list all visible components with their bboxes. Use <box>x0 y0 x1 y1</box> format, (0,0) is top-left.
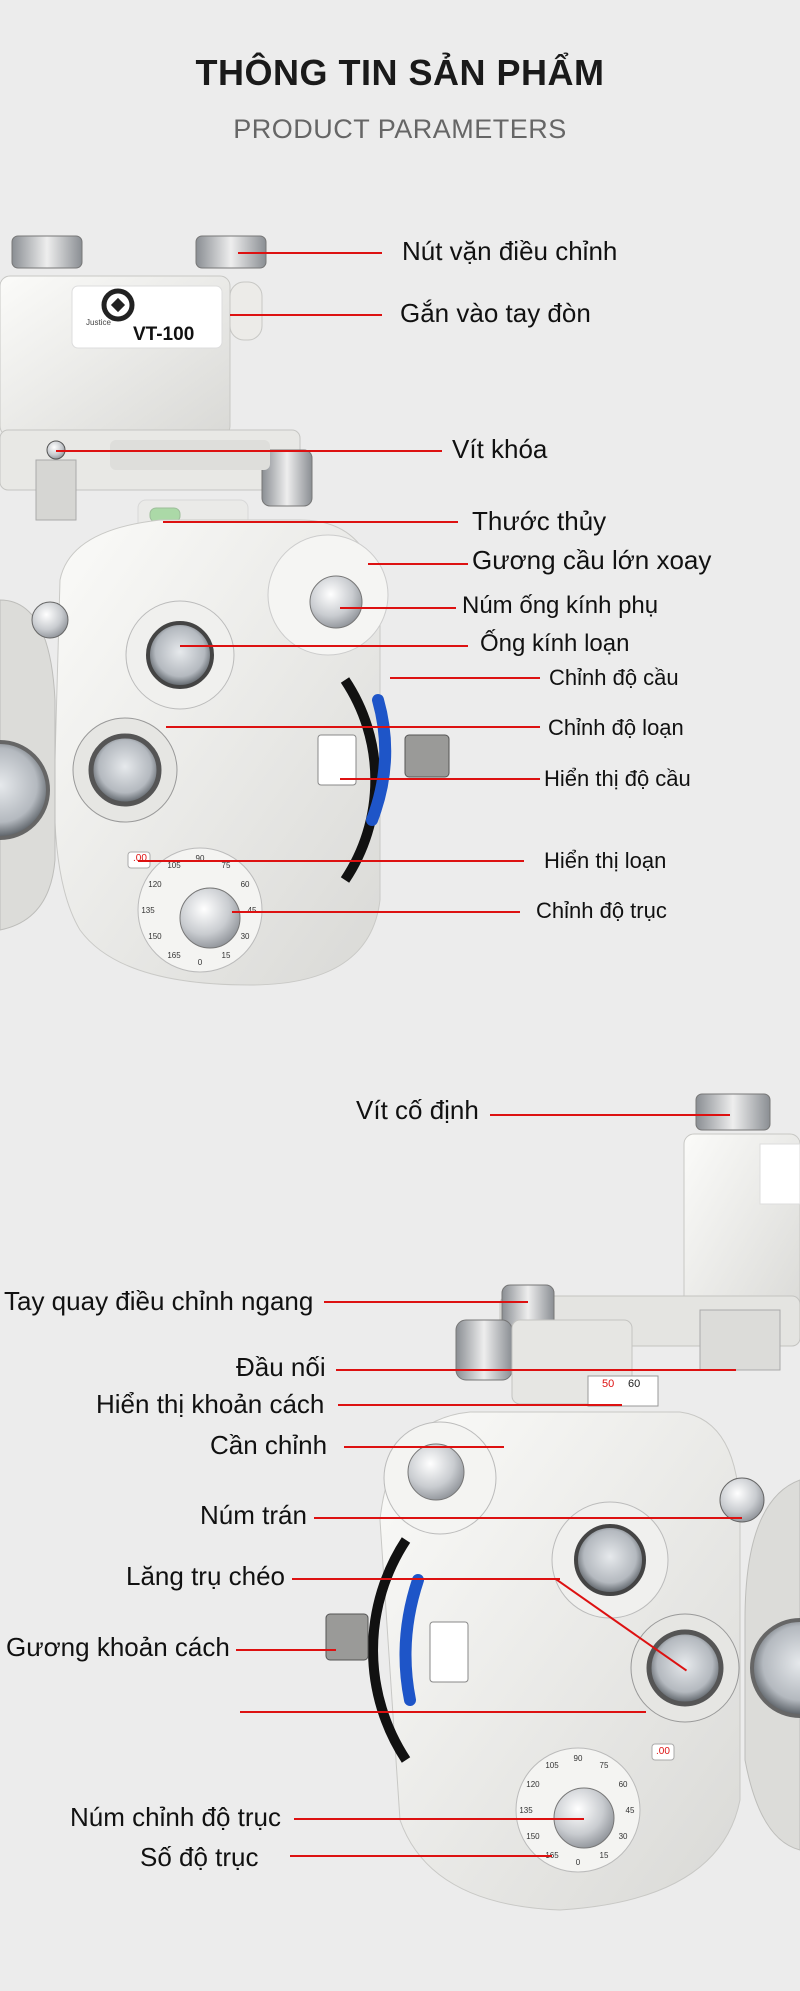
leader-line <box>230 314 382 316</box>
label-sphere-adjust: Chỉnh độ cầu <box>549 665 679 690</box>
leader-line <box>232 911 520 913</box>
label-pd-mirror: Gương khoản cách <box>6 1632 230 1662</box>
leader-line <box>238 252 382 254</box>
axis-scale-tick: 165 <box>167 951 181 960</box>
label-sphere-display: Hiển thị độ cầu <box>544 766 691 791</box>
axis-scale-tick: 135 <box>519 1806 533 1815</box>
brand-logo-icon <box>101 288 135 322</box>
axis-scale-tick: 90 <box>574 1754 583 1763</box>
axis-scale-tick: 60 <box>619 1780 628 1789</box>
leader-line <box>336 1369 736 1371</box>
axis-scale-tick: 75 <box>600 1761 609 1770</box>
axis-scale-tick: 165 <box>545 1851 559 1860</box>
label-lock-screw: Vít khóa <box>452 434 548 464</box>
label-horizontal-crank: Tay quay điều chỉnh ngang <box>4 1286 314 1316</box>
leader-line <box>163 521 458 523</box>
model-label: VT-100 <box>133 324 195 345</box>
leader-line <box>338 1404 622 1406</box>
label-cyl-display: Hiển thị loạn <box>544 848 667 873</box>
label-connector: Đầu nối <box>236 1352 326 1382</box>
axis-scale-tick: 120 <box>526 1780 540 1789</box>
label-rotating-disc: Gương cầu lớn xoay <box>472 545 712 575</box>
label-axis-knob: Núm chỉnh độ trục <box>70 1802 281 1832</box>
axis-scale-tick: 60 <box>241 880 250 889</box>
axis-scale-tick: 150 <box>526 1832 540 1841</box>
axis-scale-tick: 90 <box>196 854 205 863</box>
pd-scale-60: 60 <box>628 1378 641 1390</box>
label-fix-screw: Vít cố định <box>356 1095 479 1125</box>
pd-scale-50: 50 <box>602 1378 615 1390</box>
label-axis-number: Số độ trục <box>140 1842 259 1872</box>
brand-text: Justice <box>86 318 111 327</box>
label-cross-prism: Lăng trụ chéo <box>126 1561 286 1591</box>
label-level: Thước thủy <box>472 506 607 536</box>
axis-scale-tick: 45 <box>248 906 257 915</box>
axis-scale-tick: 0 <box>198 958 203 967</box>
leader-line <box>236 1649 336 1651</box>
axis-scale-tick: 30 <box>241 932 250 941</box>
label-arm-mount: Gắn vào tay đòn <box>400 298 591 328</box>
leader-line <box>138 860 524 862</box>
axis-scale-tick: 120 <box>148 880 162 889</box>
leader-line <box>240 1711 646 1713</box>
label-pd-display: Hiển thị khoản cách <box>96 1389 325 1419</box>
leader-line <box>290 1855 552 1857</box>
axis-scale-tick: 0 <box>576 1858 581 1867</box>
leader-line <box>390 677 540 679</box>
label-lever: Cần chỉnh <box>210 1430 328 1460</box>
label-axis-adjust: Chỉnh độ trục <box>536 898 667 923</box>
label-aux-lens-knob: Núm ống kính phụ <box>462 592 659 619</box>
page-title: THÔNG TIN SẢN PHẨM <box>195 52 605 93</box>
label-cyl-lens: Ống kính loạn <box>480 630 630 657</box>
axis-scale-tick: 105 <box>545 1761 559 1770</box>
label-cyl-adjust: Chỉnh độ loạn <box>548 715 684 740</box>
axis-scale-tick: 15 <box>600 1851 609 1860</box>
leader-line <box>490 1114 730 1116</box>
axis-scale-tick: 15 <box>222 951 231 960</box>
cylinder-window: .00 <box>133 853 147 864</box>
label-forehead-knob: Núm trán <box>200 1500 307 1530</box>
axis-scale-tick: 75 <box>222 861 231 870</box>
page-subtitle: PRODUCT PARAMETERS <box>233 114 567 144</box>
label-adjust-knob: Nút vặn điều chỉnh <box>402 236 618 266</box>
leader-line <box>340 778 540 780</box>
axis-scale-tick: 135 <box>141 906 155 915</box>
leader-line <box>344 1446 504 1448</box>
leader-line <box>166 726 540 728</box>
leader-line <box>292 1578 560 1580</box>
leader-line <box>314 1517 742 1519</box>
leader-line <box>56 450 442 452</box>
axis-scale-tick: 150 <box>148 932 162 941</box>
leader-line <box>368 563 468 565</box>
axis-scale-tick: 105 <box>167 861 181 870</box>
axis-scale-tick: 30 <box>619 1832 628 1841</box>
leader-line <box>324 1301 528 1303</box>
axis-scale-tick: 45 <box>626 1806 635 1815</box>
leader-line <box>294 1818 584 1820</box>
leader-line <box>180 645 468 647</box>
leader-line <box>340 607 456 609</box>
cylinder-window-bottom: .00 <box>656 1746 670 1757</box>
